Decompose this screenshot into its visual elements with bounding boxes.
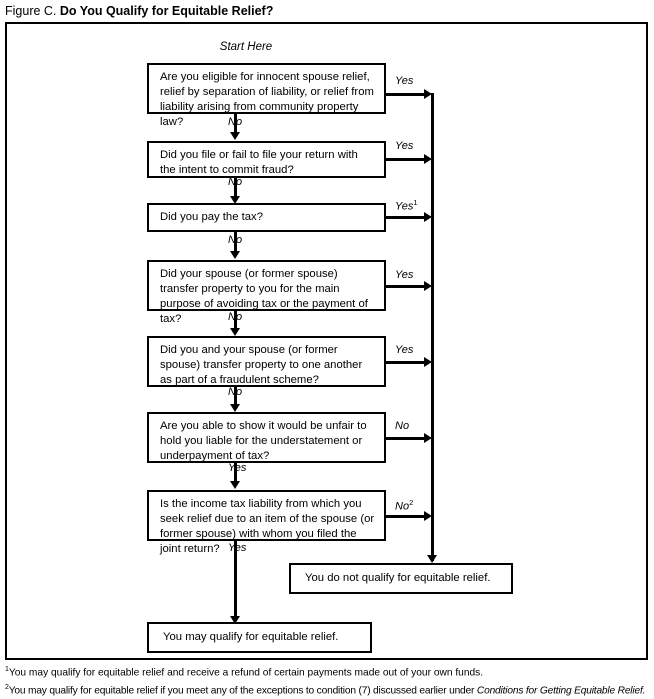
yes-collector-rail bbox=[431, 93, 434, 561]
rail-to-no-qualify-arrow bbox=[427, 555, 437, 563]
footnote-1-text: You may qualify for equitable relief and… bbox=[8, 667, 484, 679]
q3-yes-footnote-marker: 1 bbox=[413, 198, 418, 207]
footnote-2-marker: 2 bbox=[5, 683, 9, 691]
q7-no-line bbox=[386, 515, 428, 518]
q1-no-line bbox=[234, 114, 237, 135]
q7-no-footnote-marker: 2 bbox=[409, 498, 414, 507]
q2-no-arrow bbox=[230, 196, 240, 204]
q5-no-line bbox=[234, 387, 237, 407]
q4-no-arrow bbox=[230, 328, 240, 336]
footnote-2-text: You may qualify for equitable relief if … bbox=[8, 685, 477, 697]
q6-yes-arrow bbox=[230, 481, 240, 489]
q5-yes-line bbox=[386, 361, 428, 364]
page-title: Figure C. Do You Qualify for Equitable R… bbox=[5, 3, 273, 19]
decision-node-q2[interactable]: Did you file or fail to file your return… bbox=[147, 141, 386, 178]
decision-node-q7-text: Is the income tax liability from which y… bbox=[160, 498, 375, 555]
q7-yes-arrow bbox=[230, 616, 240, 624]
footnote-2-italic-tail: Conditions for Getting Equitable Relief. bbox=[476, 685, 646, 697]
q4-yes-line bbox=[386, 285, 428, 288]
q3-no-arrow bbox=[230, 251, 240, 259]
decision-node-q2-text: Did you file or fail to file your return… bbox=[160, 149, 358, 176]
footnote-2: 2You may qualify for equitable relief if… bbox=[5, 681, 651, 699]
figure-name: Do You Qualify for Equitable Relief? bbox=[59, 4, 274, 18]
q2-no-label: No bbox=[228, 176, 243, 188]
decision-node-q3[interactable]: Did you pay the tax? bbox=[147, 203, 386, 232]
q7-no-arrow bbox=[424, 511, 432, 521]
q1-yes-line bbox=[386, 93, 428, 96]
q6-yes-label: Yes bbox=[228, 462, 247, 474]
q2-yes-label: Yes bbox=[395, 140, 414, 152]
decision-node-q4-text: Did your spouse (or former spouse) trans… bbox=[160, 268, 368, 325]
footnote-1: 1You may qualify for equitable relief an… bbox=[5, 663, 651, 681]
decision-node-q5[interactable]: Did you and your spouse (or former spous… bbox=[147, 336, 386, 387]
decision-node-q1-text: Are you eligible for innocent spouse rel… bbox=[160, 71, 374, 128]
q6-no-label: No bbox=[395, 420, 410, 432]
decision-node-q4[interactable]: Did your spouse (or former spouse) trans… bbox=[147, 260, 386, 325]
footnotes: 1You may qualify for equitable relief an… bbox=[5, 663, 651, 699]
q4-no-label: No bbox=[228, 311, 243, 323]
decision-node-q7[interactable]: Is the income tax liability from which y… bbox=[147, 490, 386, 555]
q5-yes-arrow bbox=[424, 357, 432, 367]
q6-no-arrow bbox=[424, 433, 432, 443]
q1-no-arrow bbox=[230, 132, 240, 140]
q1-no-label: No bbox=[228, 116, 243, 128]
result-node-may-qualify-text: You may qualify for equitable relief. bbox=[163, 631, 339, 643]
q7-no-label: No2 bbox=[395, 498, 413, 513]
decision-node-q5-text: Did you and your spouse (or former spous… bbox=[160, 344, 363, 386]
q2-yes-arrow bbox=[424, 154, 432, 164]
q7-no-text: No bbox=[395, 500, 410, 513]
q1-yes-label: Yes bbox=[395, 75, 414, 87]
result-node-may-qualify[interactable]: You may qualify for equitable relief. bbox=[147, 622, 372, 653]
q3-yes-line bbox=[386, 216, 428, 219]
q6-yes-line bbox=[234, 463, 237, 484]
start-here-label: Start Here bbox=[219, 41, 273, 53]
decision-node-q6[interactable]: Are you able to show it would be unfair … bbox=[147, 412, 386, 463]
q5-yes-label: Yes bbox=[395, 344, 414, 356]
result-node-do-not-qualify[interactable]: You do not qualify for equitable relief. bbox=[289, 563, 513, 594]
q3-yes-text: Yes bbox=[395, 200, 414, 213]
q2-no-line bbox=[234, 178, 237, 199]
figure-label: Figure C. bbox=[5, 4, 57, 18]
result-node-do-not-qualify-text: You do not qualify for equitable relief. bbox=[305, 572, 491, 584]
footnote-1-marker: 1 bbox=[5, 666, 9, 673]
decision-node-q3-text: Did you pay the tax? bbox=[160, 211, 263, 223]
q4-yes-arrow bbox=[424, 281, 432, 291]
q4-yes-label: Yes bbox=[395, 269, 414, 281]
decision-node-q6-text: Are you able to show it would be unfair … bbox=[160, 420, 367, 462]
q7-yes-label: Yes bbox=[228, 542, 247, 554]
q6-no-line bbox=[386, 437, 428, 440]
q7-yes-line bbox=[234, 541, 237, 620]
q4-no-line bbox=[234, 311, 237, 331]
decision-node-q1[interactable]: Are you eligible for innocent spouse rel… bbox=[147, 63, 386, 128]
q5-no-arrow bbox=[230, 404, 240, 412]
q1-yes-arrow bbox=[424, 89, 432, 99]
q3-yes-label: Yes1 bbox=[395, 198, 418, 213]
q5-no-label: No bbox=[228, 386, 243, 398]
q2-yes-line bbox=[386, 158, 428, 161]
q3-yes-arrow bbox=[424, 212, 432, 222]
q3-no-label: No bbox=[228, 234, 243, 246]
q3-no-line bbox=[234, 232, 237, 254]
